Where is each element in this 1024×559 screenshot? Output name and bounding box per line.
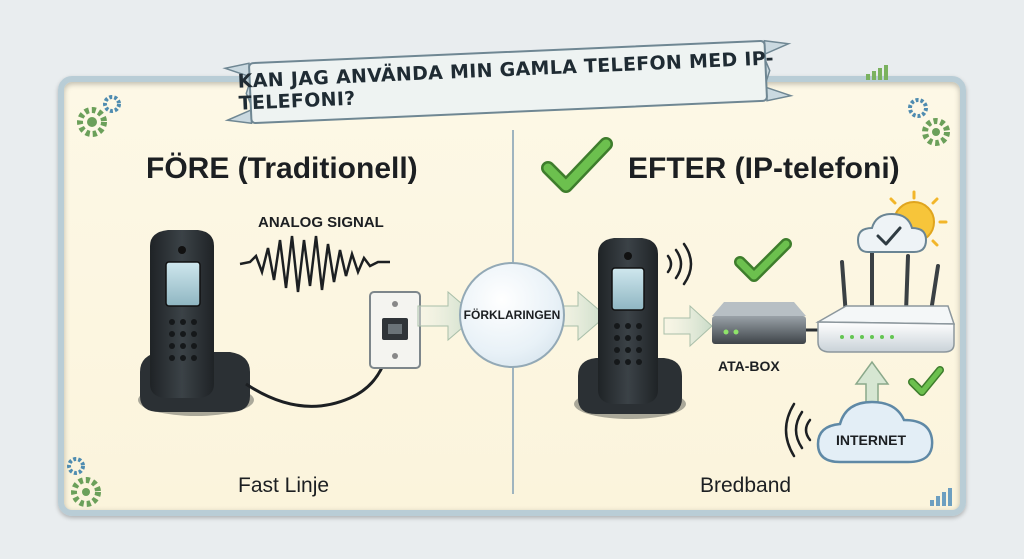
signal-bars-icon [866,65,888,80]
internet-label: INTERNET [836,432,906,448]
gear-icon [103,95,121,113]
page-title: KAN JAG ANVÄNDA MIN GAMLA TELEFON MED IP… [237,47,775,115]
phone-icon [574,238,686,419]
title-banner [222,39,794,125]
sound-waves-icon [784,402,812,458]
router-icon [815,248,956,353]
gear-icon [77,107,107,137]
cloud-icon [856,212,928,253]
router-icon [712,302,806,344]
check-icon [734,238,792,282]
phone-icon [138,230,254,416]
broadband-caption: Bredband [700,474,792,497]
gear-icon [71,477,101,507]
wall-jack-icon [369,291,421,369]
analog-wave [239,235,390,293]
gear-icon [67,457,85,475]
before-heading: FÖRE (Traditionell) [146,152,418,185]
title-banner-text-wrap: KAN JAG ANVÄNDA MIN GAMLA TELEFON MED IP… [237,40,778,122]
cloud-icon [816,400,934,464]
sound-waves-icon [666,242,693,286]
explanation-label: FÖRKLARINGEN [463,308,561,322]
signal-bars-icon [930,488,952,506]
after-heading: EFTER (IP-telefoni) [628,152,900,185]
analog-signal-label: ANALOG SIGNAL [258,214,384,231]
gear-icon [908,98,928,118]
gear-icon [922,118,950,146]
ata-box-label: ATA-BOX [718,358,780,374]
check-icon [541,137,613,193]
fixed-line-caption: Fast Linje [238,474,330,497]
explanation-circle: FÖRKLARINGEN [459,262,565,368]
arrow-icon [663,304,713,348]
check-icon [908,366,944,396]
